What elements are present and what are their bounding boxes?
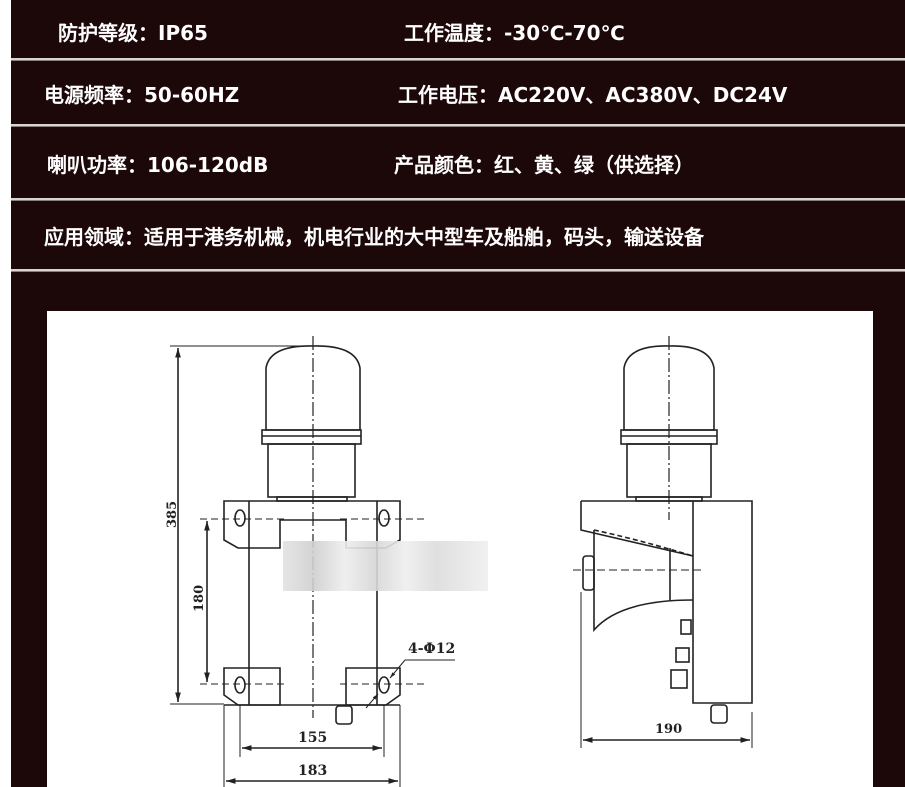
divider-1 [11, 58, 905, 60]
front-view [170, 336, 455, 787]
horn-power: 喇叭功率：106-120dB [47, 152, 269, 177]
spec-row-1: 防护等级：IP65 工作温度：-30℃-70℃ [11, 4, 905, 58]
dimension-label-180: 180 [192, 585, 207, 612]
application-fields: 应用领域：适用于港务机械，机电行业的大中型车及船舶，码头，输送设备 [44, 225, 704, 249]
spec-row-4: 应用领域：适用于港务机械，机电行业的大中型车及船舶，码头，输送设备 [11, 202, 905, 269]
spec-row-3: 喇叭功率：106-120dB 产品颜色：红、黄、绿（供选择） [11, 128, 905, 198]
dimension-label-385: 385 [165, 501, 180, 528]
dimension-label-190: 190 [655, 722, 682, 737]
product-colors: 产品颜色：红、黄、绿（供选择） [394, 152, 694, 177]
hole-spec-label: 4-Φ12 [408, 641, 455, 657]
divider-2 [11, 124, 905, 126]
protection-rating: 防护等级：IP65 [58, 20, 208, 45]
power-frequency: 电源频率：50-60HZ [44, 82, 240, 107]
dimension-label-155: 155 [298, 730, 327, 746]
spec-row-2: 电源频率：50-60HZ 工作电压：AC220V、AC380V、DC24V [11, 62, 905, 124]
divider-3 [11, 198, 905, 200]
operating-voltage: 工作电压：AC220V、AC380V、DC24V [398, 82, 788, 107]
divider-4 [11, 269, 905, 271]
operating-temperature: 工作温度：-30℃-70℃ [404, 20, 625, 45]
dimension-label-183: 183 [298, 763, 327, 779]
blurred-watermark [283, 541, 488, 591]
side-view [573, 336, 753, 748]
